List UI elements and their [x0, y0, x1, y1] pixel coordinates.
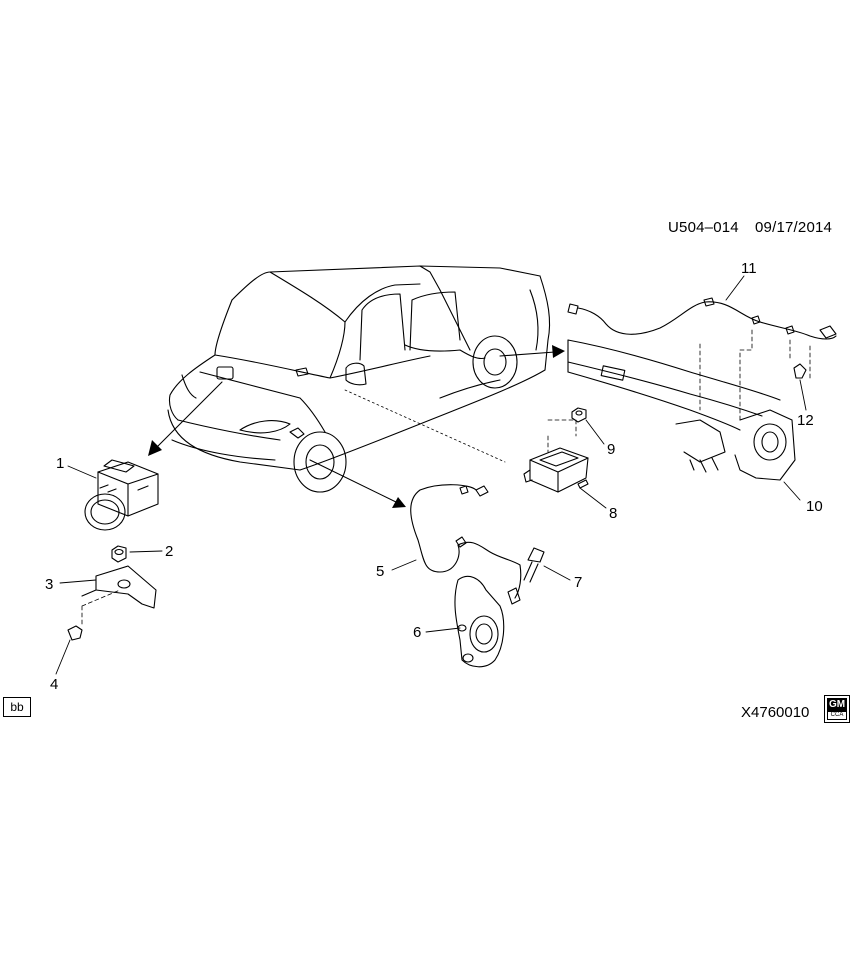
nut-part-9 [571, 407, 587, 423]
bolt-part-7 [523, 547, 545, 583]
gm-logo-icon: GM CCA [824, 695, 850, 723]
gm-logo-text: GM [827, 698, 847, 711]
abs-module [84, 459, 159, 531]
gm-logo-subtext: CCA [827, 711, 847, 720]
callout-4: 4 [50, 676, 58, 693]
callout-10: 10 [806, 498, 823, 515]
callout-2: 2 [165, 543, 173, 560]
steering-knuckle [454, 575, 505, 668]
callout-7: 7 [574, 574, 582, 591]
pointer-arrows [155, 351, 556, 504]
wheel-speed-sensor-harness [410, 484, 522, 605]
callout-leaders [55, 275, 807, 675]
callout-5: 5 [376, 563, 384, 580]
callout-6: 6 [413, 624, 421, 641]
callout-12: 12 [797, 412, 814, 429]
diagram-code-text: U504–014 [668, 219, 739, 236]
figure-id: X4760010 [741, 704, 810, 721]
vehicle-outline [167, 265, 551, 493]
callout-3: 3 [45, 576, 53, 593]
diagram-date-text: 09/17/2014 [755, 219, 833, 236]
callout-1: 1 [56, 455, 64, 472]
section-tag: bb [3, 697, 31, 717]
callout-11: 11 [741, 260, 757, 277]
rear-speed-sensor-harness [567, 297, 837, 340]
bolt-part-4 [67, 625, 83, 641]
callout-9: 9 [607, 441, 615, 458]
yaw-rate-sensor [523, 447, 589, 493]
rear-axle-beam [567, 339, 796, 481]
diagram-code: U504–014 [668, 219, 739, 236]
diagram-date: 09/17/2014 [755, 219, 832, 236]
callout-8: 8 [609, 505, 617, 522]
bracket-part-3 [81, 565, 157, 609]
bolt-part-12 [793, 363, 807, 379]
nut-part-2 [111, 545, 127, 563]
